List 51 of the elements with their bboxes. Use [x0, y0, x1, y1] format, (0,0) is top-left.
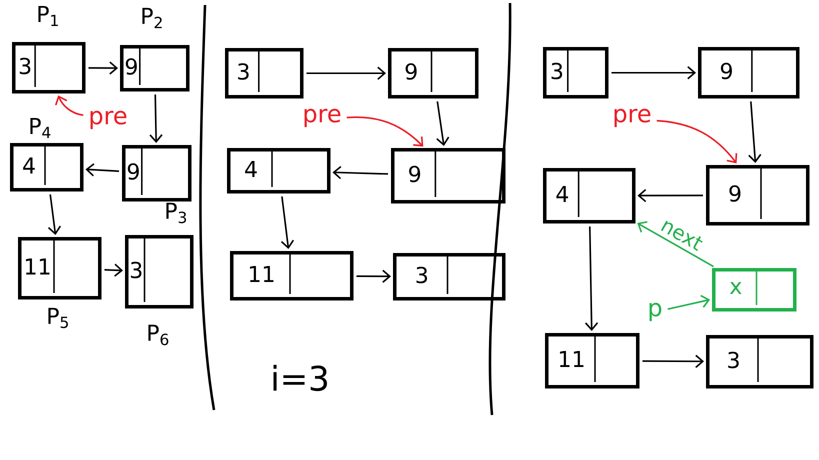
note-text: i=3 [274, 364, 327, 392]
arrow [642, 354, 704, 368]
arrow [637, 221, 714, 268]
arrow [55, 95, 84, 116]
pointer-label: P$_{2}$ [142, 8, 162, 28]
pointer-label: P$_{4}$ [30, 118, 50, 138]
pointer-label: P$_{1}$ [38, 6, 58, 26]
list-node-box: 3 [225, 48, 304, 98]
list-node-box: 3 [12, 42, 86, 94]
list-node-box: 9 [122, 145, 192, 202]
list-node-box: 9 [120, 45, 190, 92]
arrow [85, 163, 120, 176]
list-node-box: 9 [698, 47, 800, 98]
list-node-box: 4 [227, 148, 330, 194]
list-node-box: 9 [388, 48, 478, 98]
pointer-label: P$_{3}$ [166, 202, 186, 224]
arrow [584, 226, 598, 331]
list-node-box: 3 [393, 253, 506, 300]
pointer-label: pre [304, 108, 340, 128]
edge-label: next [658, 216, 706, 253]
list-node-box: 11 [18, 237, 102, 300]
arrow [88, 61, 118, 75]
arrow [104, 264, 124, 277]
list-node-box: 3 [125, 235, 194, 308]
arrow [656, 120, 738, 164]
list-node-box: 4 [543, 168, 636, 224]
arrow [436, 101, 450, 146]
pointer-label: pre [614, 108, 650, 128]
pointer-label: P$_{6}$ [148, 324, 168, 346]
arrow [668, 294, 710, 310]
list-node-box: 11 [230, 251, 354, 300]
list-node-box: 9 [391, 148, 506, 204]
list-node-box: 9 [706, 165, 810, 226]
arrow [280, 196, 294, 250]
pointer-label: pre [90, 110, 126, 130]
pointer-label: P$_{5}$ [48, 308, 68, 328]
list-node-box: 3 [543, 47, 608, 98]
arrow [48, 194, 62, 236]
arrow [748, 101, 762, 163]
pointer-label: p [650, 302, 662, 322]
arrow [306, 66, 386, 80]
list-node-box: 3 [706, 335, 814, 388]
arrow [637, 188, 704, 202]
arrow [611, 66, 696, 80]
arrow [356, 270, 392, 283]
arrow [346, 116, 424, 147]
list-node-box: 11 [545, 333, 640, 388]
list-node-box: x [712, 268, 796, 312]
list-node-box: 4 [10, 143, 84, 192]
arrow [149, 94, 163, 143]
arrow [332, 166, 388, 180]
